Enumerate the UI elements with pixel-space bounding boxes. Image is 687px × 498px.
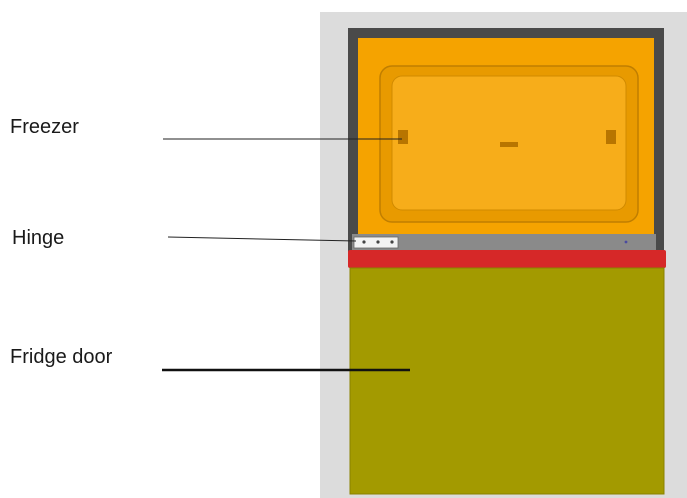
tray-clip-center xyxy=(500,142,518,147)
hinge-plate xyxy=(353,236,399,249)
door-seal xyxy=(348,250,666,268)
freezer-label: Freezer xyxy=(10,116,79,138)
hinge-dot xyxy=(624,240,628,244)
hinge-strip xyxy=(352,234,656,250)
tray-clip-right xyxy=(606,130,616,144)
hinge-screw xyxy=(390,240,394,244)
fridge-door-label: Fridge door xyxy=(10,346,113,368)
hinge-label: Hinge xyxy=(12,227,65,249)
hinge-screw xyxy=(362,240,366,244)
hinge-leader-line xyxy=(167,236,357,242)
tray-clip-left xyxy=(398,130,408,144)
hinge-screw xyxy=(376,240,380,244)
fridge-door xyxy=(349,267,665,495)
